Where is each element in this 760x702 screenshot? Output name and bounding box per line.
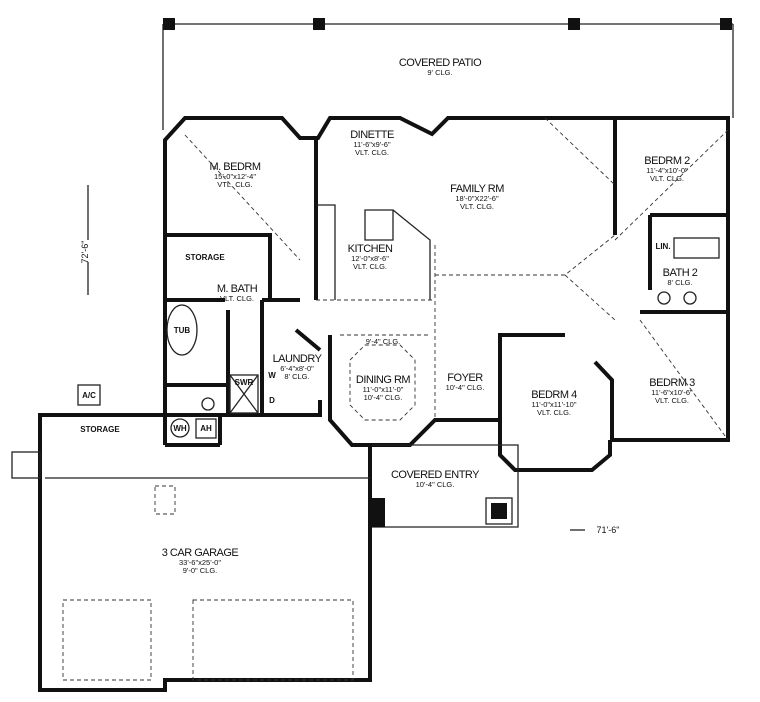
width-dimension: 71'-6"	[597, 525, 620, 535]
size-garage: 33'-6"x25'-0"	[179, 558, 221, 567]
size-bedrm3: 11'-6"x10'-6"	[651, 388, 693, 397]
covered-entry-outline	[372, 444, 519, 528]
label-ac: A/C	[82, 391, 96, 400]
label-garage: 3 CAR GARAGE	[162, 547, 239, 559]
clg-covered-patio: 9' CLG.	[427, 68, 452, 77]
sink-icon	[657, 291, 671, 305]
label-dining-rm: DINING RM	[356, 374, 411, 386]
sink-icon	[683, 291, 697, 305]
label-storage-garage: STORAGE	[80, 425, 120, 434]
label-shower: SWR	[235, 378, 254, 387]
clg-laundry: 8' CLG.	[284, 372, 309, 381]
label-bath2: BATH 2	[663, 267, 698, 279]
soffit-dining: 9'-4" CLG.	[366, 337, 401, 346]
clg-m-bedrm: VTL. CLG.	[217, 180, 252, 189]
label-foyer: FOYER	[447, 372, 483, 384]
attic-access	[154, 485, 176, 515]
kitchen-counter	[316, 204, 431, 300]
label-dinette: DINETTE	[350, 129, 394, 141]
label-laundry: LAUNDRY	[273, 353, 323, 365]
air-handler-icon	[195, 418, 217, 439]
size-family-rm: 18'-0"X22'-6"	[455, 194, 499, 203]
label-covered-entry: COVERED ENTRY	[391, 469, 480, 481]
clg-bath2: 8' CLG.	[667, 278, 692, 287]
clg-dining-rm: 10'-4" CLG.	[364, 393, 403, 402]
shower-icon	[229, 374, 259, 414]
label-m-bath: M. BATH	[217, 283, 258, 295]
label-kitchen: KITCHEN	[348, 243, 393, 255]
size-bedrm4: 11'-0"x11'-10"	[531, 400, 576, 409]
garage-door-2	[192, 599, 354, 681]
label-storage-master: STORAGE	[185, 253, 225, 262]
interior-walls	[163, 118, 728, 447]
covered-patio	[162, 18, 734, 130]
clg-covered-entry: 10'-4" CLG.	[416, 480, 455, 489]
label-covered-patio: COVERED PATIO	[399, 57, 482, 69]
clg-m-bath: VLT. CLG.	[220, 294, 254, 303]
clg-foyer: 10'-4" CLG.	[446, 383, 485, 392]
ac-unit	[77, 384, 101, 406]
clg-dinette: VLT. CLG.	[355, 148, 389, 157]
label-bedrm3: BEDRM 3	[649, 377, 695, 389]
clg-family-rm: VLT. CLG.	[460, 202, 494, 211]
tub-icon	[166, 304, 198, 356]
size-dining-rm: 11'-0"x11'-0"	[363, 385, 404, 394]
clg-bedrm4: VLT. CLG.	[537, 408, 571, 417]
size-laundry: 6'-4"x8'-0"	[280, 364, 314, 373]
label-tub: TUB	[174, 326, 191, 335]
front-wall	[38, 335, 502, 692]
clg-bedrm3: VLT. CLG.	[655, 396, 689, 405]
label-family-rm: FAMILY RM	[450, 183, 504, 195]
depth-dimension: 72'-6"	[80, 241, 90, 264]
label-ah: AH	[200, 424, 212, 433]
dining-soffit	[349, 344, 416, 421]
sink-icon	[201, 397, 215, 411]
label-m-bedrm: M. BEDRM	[210, 161, 261, 173]
label-washer: W	[268, 371, 276, 380]
label-bedrm2: BEDRM 2	[644, 155, 690, 167]
size-kitchen: 12'-0"x8'-6"	[351, 254, 389, 263]
water-heater-icon	[170, 418, 190, 438]
label-bedrm4: BEDRM 4	[531, 389, 577, 401]
garage-door-1	[62, 599, 152, 681]
label-lin: LIN.	[655, 242, 670, 251]
label-wh: WH	[173, 424, 187, 433]
ceiling-lines	[184, 117, 729, 441]
bathtub-icon	[673, 237, 720, 259]
size-bedrm2: 11'-4"x10'-0"	[646, 166, 688, 175]
size-m-bedrm: 15'-0"x12'-4"	[214, 172, 256, 181]
clg-bedrm2: VLT. CLG.	[650, 174, 684, 183]
side-door	[11, 451, 41, 479]
clg-kitchen: VLT. CLG.	[353, 262, 387, 271]
label-dryer: D	[269, 396, 275, 405]
size-dinette: 11'-6"x9'-6"	[353, 140, 391, 149]
clg-garage: 9'-0" CLG.	[183, 566, 218, 575]
